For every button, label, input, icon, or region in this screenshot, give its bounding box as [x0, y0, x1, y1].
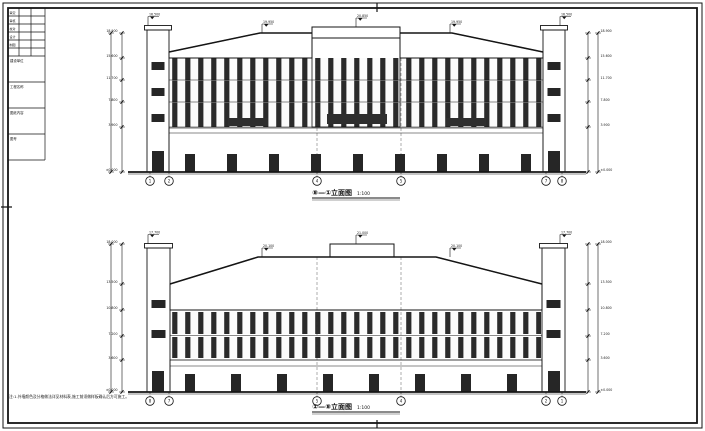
level-label: 18.000	[106, 240, 117, 244]
flag-label: 16.500	[561, 12, 572, 16]
axis-label: 4	[400, 399, 403, 404]
top-axis-lines	[316, 58, 402, 172]
axis-label: 4	[316, 179, 319, 184]
level-label: 18.900	[106, 29, 117, 33]
axis-label: 1	[149, 179, 152, 184]
top-dim-left: 18.900 15.600 11.700 7.800 3.900 ±0.000	[106, 29, 125, 175]
level-label: 18.900	[601, 29, 612, 33]
flag-label: 19.950	[451, 20, 462, 24]
level-label: 13.500	[601, 280, 612, 284]
top-canopies	[228, 114, 486, 126]
axis-label: 7	[168, 399, 171, 404]
level-label: 10.800	[601, 306, 612, 310]
level-label: 3.900	[108, 123, 117, 127]
axis-label: 5	[400, 179, 403, 184]
bottom-right-tower	[539, 243, 568, 393]
top-dim-right: 18.900 15.600 11.700 7.800 3.900 ±0.000	[585, 29, 613, 175]
title-block-row-label: 审核	[10, 18, 16, 23]
flag-label: 16.500	[149, 12, 160, 16]
frame-center-ticks	[1, 3, 378, 428]
level-label: 7.800	[601, 98, 610, 102]
bottom-roof-flags: 17.700 20.100 21.000 20.100 17.700	[147, 230, 572, 257]
title-block: 审定 审核 校对 设计 制图 建设单位 工程名称 图纸内容 图号	[8, 8, 46, 161]
flag-label: 19.950	[263, 20, 274, 24]
flag-label: 20.850	[357, 14, 368, 18]
flag-label: 20.100	[263, 244, 274, 248]
level-label: 7.200	[108, 332, 117, 336]
title-block-section-label: 图纸内容	[10, 110, 24, 115]
level-label: 10.800	[106, 306, 117, 310]
axis-label: 1	[561, 399, 564, 404]
level-label: ±0.000	[106, 388, 118, 392]
axis-label: 2	[545, 399, 548, 404]
top-roof	[168, 32, 544, 59]
bottom-window-bands	[170, 312, 542, 361]
axis-label: 8	[149, 399, 152, 404]
top-axis-bubbles: 1 2 4 5 7 8	[145, 172, 567, 186]
level-label: 15.600	[106, 54, 117, 58]
level-label: 7.200	[601, 332, 610, 336]
title-block-section-label: 工程名称	[10, 84, 24, 89]
top-ground-floor	[168, 127, 544, 173]
top-drawing-title: ⑧—①立面图 1:100	[312, 188, 400, 201]
flag-label: 21.000	[357, 231, 368, 235]
flag-label: 20.100	[451, 244, 462, 248]
level-label: 3.600	[108, 356, 117, 360]
top-title-text: ⑧—①立面图	[312, 188, 352, 197]
title-block-row-label: 制图	[10, 42, 16, 47]
level-label: ±0.000	[106, 168, 118, 172]
bottom-ground-floor	[169, 359, 543, 393]
bottom-center-block	[329, 243, 395, 258]
title-block-section-label: 图号	[10, 136, 17, 141]
level-label: 11.700	[601, 76, 612, 80]
top-elevation-drawing: 18.900 15.600 11.700 7.800 3.900 ±0.000 …	[106, 12, 613, 201]
bottom-axis-lines	[316, 257, 402, 392]
flag-label: 17.700	[561, 230, 572, 234]
title-block-row-label: 校对	[10, 26, 16, 31]
bottom-left-tower	[144, 243, 173, 393]
bottom-roof-louver-band	[169, 256, 543, 311]
bottom-elevation-drawing: 18.000 13.500 10.800 7.200 3.600 ±0.000 …	[106, 230, 613, 415]
level-label: 13.500	[106, 280, 117, 284]
axis-label: 8	[561, 179, 564, 184]
level-label: 7.800	[108, 98, 117, 102]
bottom-dim-left: 18.000 13.500 10.800 7.200 3.600 ±0.000	[106, 240, 125, 395]
bottom-scale-text: 1:100	[357, 405, 370, 411]
level-label: ±0.000	[601, 168, 613, 172]
axis-label: 2	[168, 179, 171, 184]
top-left-tower	[144, 25, 172, 173]
bottom-drawing-title: ①—⑧立面图 1:100	[312, 402, 400, 415]
level-label: 11.700	[106, 76, 117, 80]
flag-label: 17.700	[149, 230, 160, 234]
axis-label: 5	[316, 399, 319, 404]
level-label: ±0.000	[601, 388, 613, 392]
top-doors	[185, 154, 531, 172]
level-label: 18.000	[601, 240, 612, 244]
top-right-tower	[540, 25, 568, 173]
general-note: 注:1.外墙颜色及分格做法详见材料表,施工前须做样板确认后方可施工。	[9, 394, 129, 399]
title-block-section-label: 建设单位	[10, 58, 24, 63]
level-label: 15.600	[601, 54, 612, 58]
top-scale-text: 1:100	[357, 191, 370, 197]
bottom-title-text: ①—⑧立面图	[312, 402, 352, 411]
level-label: 3.900	[601, 123, 610, 127]
bottom-axis-bubbles: 8 7 5 4 2 1	[145, 392, 567, 406]
title-block-row-label: 审定	[10, 10, 16, 15]
bottom-dim-right: 18.000 13.500 10.800 7.200 3.600 ±0.000	[585, 240, 613, 395]
title-block-row-label: 设计	[10, 34, 16, 39]
top-roof-flags: 16.500 19.950 20.850 19.950 16.500	[147, 12, 572, 33]
level-label: 3.600	[601, 356, 610, 360]
axis-label: 7	[545, 179, 548, 184]
bottom-doors	[185, 374, 517, 392]
